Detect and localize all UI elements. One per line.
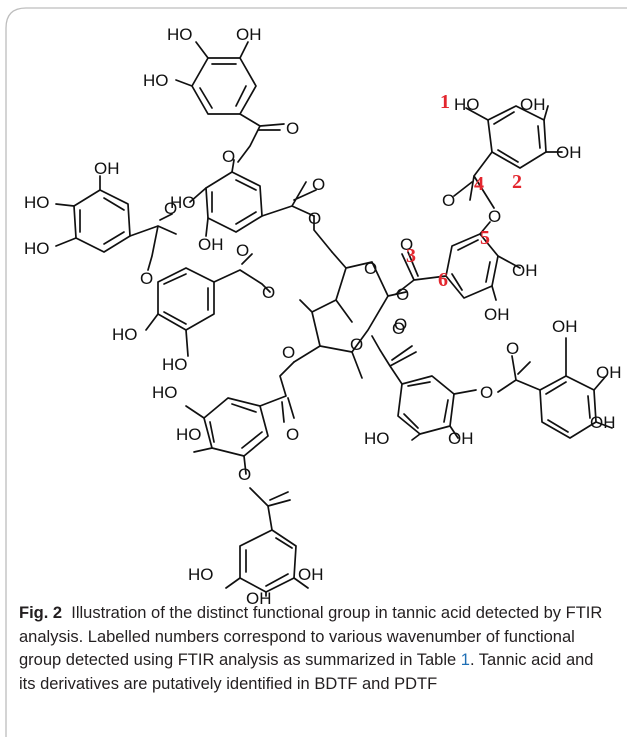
label-oh-bl-2: OH	[246, 589, 272, 608]
label-o-6: O	[236, 241, 249, 260]
bond-ring-top-a-db	[199, 63, 247, 109]
label-o-12: O	[392, 319, 405, 338]
bond-ring-left-a-db	[79, 197, 125, 245]
label-o-right-2: O	[488, 207, 501, 226]
bond-ring-br-a	[371, 335, 417, 385]
bond-ring-br-b-db	[403, 381, 449, 429]
label-oh-bl-1: OH	[298, 565, 324, 584]
label-o-2: O	[222, 147, 235, 166]
bond-ring-bl-a	[203, 397, 269, 457]
label-ho-2: HO	[143, 71, 169, 90]
bond-ring-bl-a-db	[209, 403, 263, 449]
label-o-br-2: O	[506, 339, 519, 358]
label-ho-5: HO	[24, 239, 50, 258]
number-label-2: 2	[512, 171, 522, 193]
number-label-3: 3	[406, 245, 416, 267]
number-label-1: 1	[440, 91, 450, 113]
label-oh-br-3: OH	[590, 413, 616, 432]
bond-ring-right-b-subst	[395, 221, 521, 301]
label-o-bl-2: O	[238, 465, 251, 484]
label-o-right-3: O	[400, 235, 413, 254]
label-o-5: O	[308, 209, 321, 228]
label-ho-bl-2: HO	[176, 425, 202, 444]
label-o-right-1: O	[442, 191, 455, 210]
bond-ch2	[313, 215, 333, 253]
bond-ring-right-a	[487, 105, 547, 169]
bond-ester-bl	[259, 361, 295, 423]
caption-text-2: . Tannic acid and its derivatives are pu…	[19, 651, 594, 693]
caption-text-1: Illustration of the distinct functional …	[19, 604, 603, 669]
label-o-ring: O	[364, 259, 377, 278]
label-oh-1: OH	[236, 25, 262, 44]
label-ho-br: HO	[364, 429, 390, 448]
label-oh-br-1: OH	[552, 317, 578, 336]
label-o-4: O	[164, 199, 177, 218]
bond-ester-bl2	[249, 487, 291, 531]
bond-ring-br-b-subst	[411, 389, 477, 441]
bond-ring-right-a-db	[493, 111, 541, 163]
number-label-6: 6	[438, 269, 448, 291]
bond-ring-br-c-subst	[565, 337, 613, 429]
label-o-11: O	[350, 335, 363, 354]
label-ho-top-right: HO	[454, 95, 480, 114]
bond-top-ester	[237, 113, 285, 163]
label-o-3: O	[312, 175, 325, 194]
label-o-1: O	[286, 119, 299, 138]
bond-ring-left-b-subst	[145, 253, 271, 357]
bond-ring-bl-b-subst	[225, 577, 309, 597]
caption-label: Fig. 2	[19, 604, 63, 622]
label-oh-right-3: OH	[484, 305, 510, 324]
table-reference-link[interactable]: 1	[460, 651, 470, 669]
label-ho-1: HO	[167, 25, 193, 44]
bond-ring-br-c-db	[545, 381, 591, 433]
label-o-bl-1: O	[286, 425, 299, 444]
label-ho-6: HO	[112, 325, 138, 344]
label-oh-2: OH	[94, 159, 120, 178]
bond-ester-br	[497, 355, 541, 393]
bond-ring-right-a-subst	[453, 105, 563, 209]
bond-glucose	[293, 251, 389, 363]
bond-ring-left-a-subst	[55, 175, 177, 271]
label-oh-right-2: OH	[512, 261, 538, 280]
label-ho-7: HO	[162, 355, 188, 374]
number-label-4: 4	[474, 173, 484, 195]
label-o-9: O	[396, 285, 409, 304]
bond-ring-top-b-subst	[189, 159, 317, 237]
bond-ring-left-b-db	[163, 273, 209, 325]
label-oh-top-right: OH	[520, 95, 546, 114]
figure-caption: Fig. 2 Illustration of the distinct func…	[19, 602, 611, 696]
label-o-br-1: O	[394, 315, 407, 334]
bond-ring-bl-a-subst	[185, 405, 247, 475]
label-o-8: O	[262, 283, 275, 302]
bond-ring-bl-b-db	[245, 537, 293, 587]
label-o-br-3: O	[480, 383, 493, 402]
frame-border	[5, 7, 627, 737]
bond-ring-br-c	[539, 375, 597, 439]
label-ho-4: HO	[170, 193, 196, 212]
label-o-7: O	[140, 269, 153, 288]
label-ho-bl-3: HO	[188, 565, 214, 584]
bond-ring-right-b-db	[451, 239, 491, 291]
number-label-5: 5	[480, 227, 490, 249]
label-oh-br-4: OH	[448, 429, 474, 448]
bond-ring-bl-b	[239, 529, 297, 593]
bond-ring-left-b	[157, 267, 215, 331]
label-oh-right-1: OH	[556, 143, 582, 162]
label-oh-br-2: OH	[596, 363, 622, 382]
bond-ring-top-b	[205, 171, 263, 233]
bond-ring-top-b-db	[211, 179, 257, 225]
label-ho-3: HO	[24, 193, 50, 212]
bond-ring-br-b	[397, 375, 455, 435]
label-o-10: O	[282, 343, 295, 362]
bond-top-subst	[175, 41, 249, 87]
bond-ring-left-a	[73, 189, 131, 253]
label-oh-3: OH	[198, 235, 224, 254]
label-ho-bl-1: HO	[152, 383, 178, 402]
